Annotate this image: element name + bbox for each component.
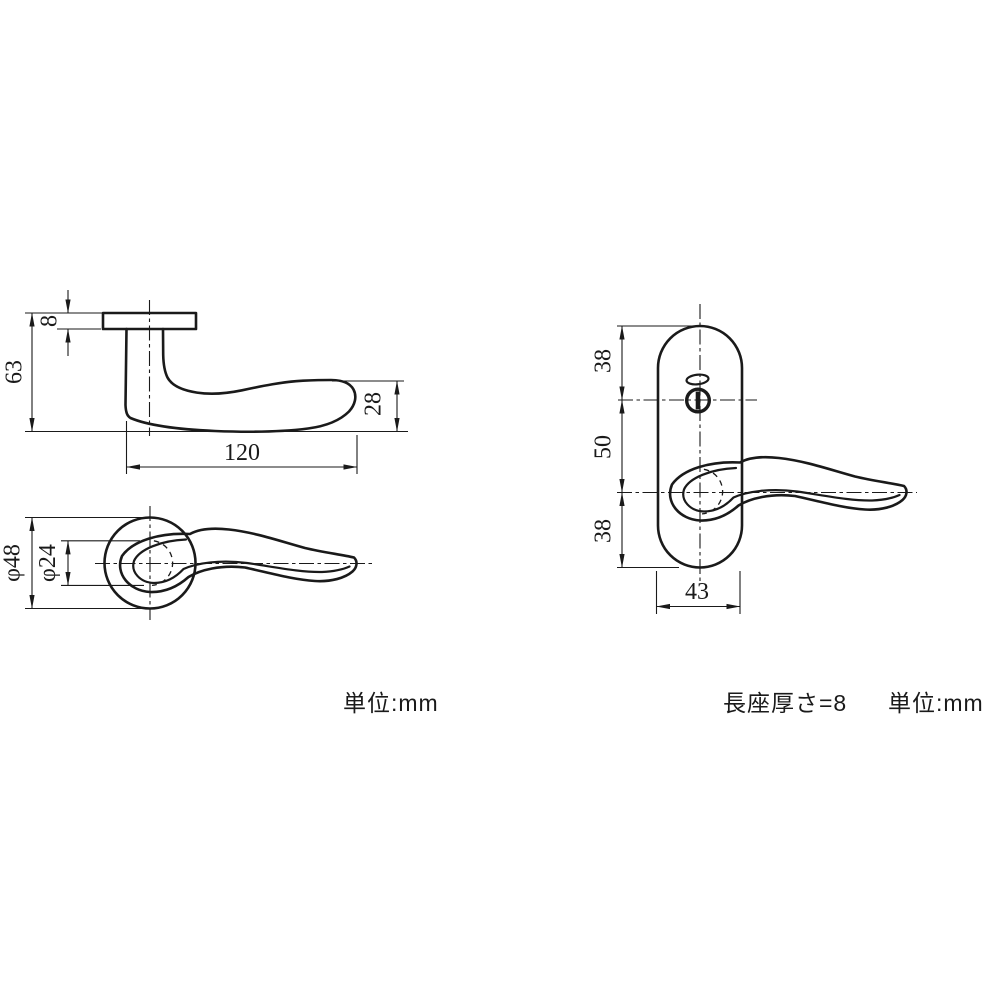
front-view-lever: [118, 527, 358, 594]
plate-view: 38 50 38 43: [591, 304, 917, 614]
notes: 単位:mm 長座厚さ=8 単位:mm: [343, 690, 984, 716]
dim-label-50: 50: [591, 435, 617, 459]
dim-label-38-bottom: 38: [591, 519, 617, 543]
front-view-neck-hidden-arc: [151, 540, 174, 587]
dim-label-63: 63: [2, 360, 28, 384]
dim-label-28: 28: [361, 392, 387, 416]
plate-view-neck-hidden-arc: [701, 468, 724, 515]
unit-note-right: 単位:mm: [888, 690, 984, 716]
dim-label-120: 120: [224, 440, 260, 466]
dim-label-8: 8: [37, 315, 63, 327]
dim-label-d48: φ48: [0, 544, 26, 582]
thumbturn-knob: [685, 373, 710, 386]
plate-thickness-note: 長座厚さ=8: [723, 690, 847, 716]
dim-label-38-top: 38: [591, 349, 617, 373]
dim-label-43: 43: [685, 579, 709, 605]
side-view-lever-outline: [124, 327, 357, 433]
lever-inner-crease: [132, 538, 351, 585]
dim-label-d24: φ24: [35, 544, 61, 582]
front-view: φ48 φ24: [0, 506, 373, 620]
plate-view-lever: [668, 455, 908, 522]
unit-note-left: 単位:mm: [343, 690, 439, 716]
side-view: 63 8 28 120: [2, 290, 408, 474]
thumbturn-circle: [685, 387, 712, 414]
